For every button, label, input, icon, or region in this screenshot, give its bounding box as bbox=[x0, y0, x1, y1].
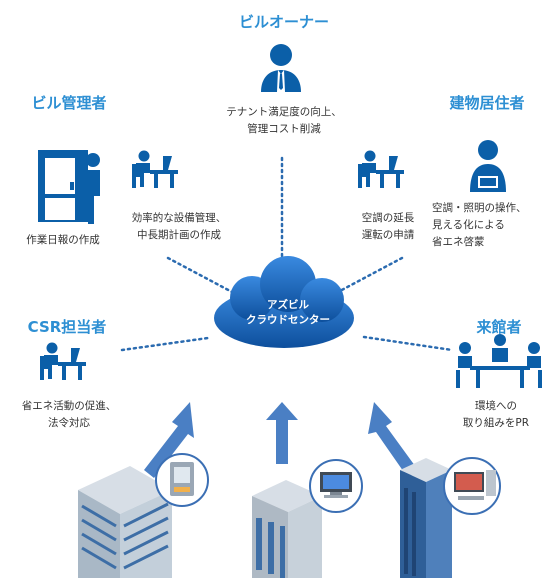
caption-csr: 省エネ活動の促進、 法令対応 bbox=[6, 398, 132, 432]
arrow-left bbox=[144, 402, 194, 478]
cloud-label: アズビル クラウドセンター bbox=[228, 298, 348, 328]
person-at-desk-icon bbox=[358, 150, 404, 188]
caption-line: 中長期計画の作成 bbox=[137, 229, 221, 241]
connector-lines bbox=[120, 156, 454, 352]
role-title-visitor: 来館者 bbox=[476, 318, 522, 336]
arrow-center bbox=[266, 402, 298, 464]
businessman-icon bbox=[261, 44, 301, 92]
cloud-label-line1: アズビル bbox=[267, 299, 309, 311]
worker-at-door-icon bbox=[38, 150, 100, 224]
connector-visitor bbox=[362, 335, 454, 352]
role-title-csr: CSR担当者 bbox=[27, 318, 107, 336]
caption-line: 法令対応 bbox=[48, 417, 90, 429]
connector-resident bbox=[336, 256, 404, 294]
role-title-manager: ビル管理者 bbox=[31, 94, 107, 112]
cloud-label-line2: クラウドセンター bbox=[246, 314, 330, 326]
person-with-laptop-icon bbox=[470, 140, 506, 192]
caption-resident-left: 空調の延長 運転の申請 bbox=[338, 210, 438, 244]
building-left bbox=[78, 466, 172, 578]
meeting-group-icon bbox=[456, 334, 542, 388]
building-center bbox=[252, 480, 322, 578]
caption-line: 運転の申請 bbox=[361, 229, 415, 241]
caption-line: 空調の延長 bbox=[361, 212, 415, 224]
caption-line: 見える化による bbox=[432, 219, 505, 231]
caption-line: 管理コスト削減 bbox=[247, 123, 321, 135]
role-title-owner: ビルオーナー bbox=[238, 13, 329, 31]
caption-manager-left: 作業日報の作成 bbox=[8, 232, 118, 249]
caption-resident-right: 空調・照明の操作、 見える化による 省エネ啓蒙 bbox=[432, 200, 548, 251]
connector-manager bbox=[166, 256, 234, 294]
pc-icon bbox=[443, 457, 501, 515]
role-title-resident: 建物居住者 bbox=[449, 94, 525, 112]
caption-line: 空調・照明の操作、 bbox=[432, 202, 527, 214]
connector-csr bbox=[120, 336, 210, 352]
arrow-right bbox=[368, 402, 418, 478]
person-at-desk-icon bbox=[132, 150, 178, 188]
caption-visitor: 環境への 取り組みをPR bbox=[446, 398, 546, 432]
caption-line: 効率的な設備管理、 bbox=[131, 212, 227, 224]
caption-line: 省エネ啓蒙 bbox=[432, 236, 485, 248]
caption-line: 作業日報の作成 bbox=[26, 234, 100, 246]
caption-line: 省エネ活動の促進、 bbox=[21, 400, 117, 412]
caption-owner: テナント満足度の向上、 管理コスト削減 bbox=[194, 104, 374, 138]
control-panel-icon bbox=[155, 453, 209, 507]
caption-line: 取り組みをPR bbox=[462, 417, 530, 429]
cloud-shape bbox=[214, 256, 354, 348]
building-right bbox=[400, 458, 452, 578]
caption-manager-right: 効率的な設備管理、 中長期計画の作成 bbox=[114, 210, 244, 244]
caption-line: 環境への bbox=[475, 400, 517, 412]
upload-arrows bbox=[144, 402, 418, 478]
person-at-desk-icon bbox=[40, 342, 86, 380]
caption-line: テナント満足度の向上、 bbox=[226, 106, 342, 118]
monitor-icon bbox=[309, 459, 363, 513]
